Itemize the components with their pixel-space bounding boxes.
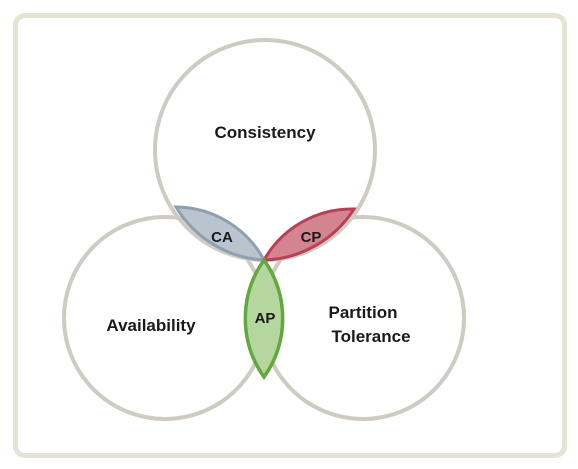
tolerance-label-line2: Tolerance [331,327,410,346]
ap-intersection [243,256,285,381]
cp-intersection [261,207,357,262]
partition-label-line1: Partition [329,303,398,322]
consistency-label: Consistency [214,123,316,142]
ca-label: CA [211,229,233,246]
cp-label: CP [301,229,322,246]
consistency-circle [153,38,377,262]
availability-label: Availability [106,316,196,335]
ap-label: AP [255,310,276,327]
